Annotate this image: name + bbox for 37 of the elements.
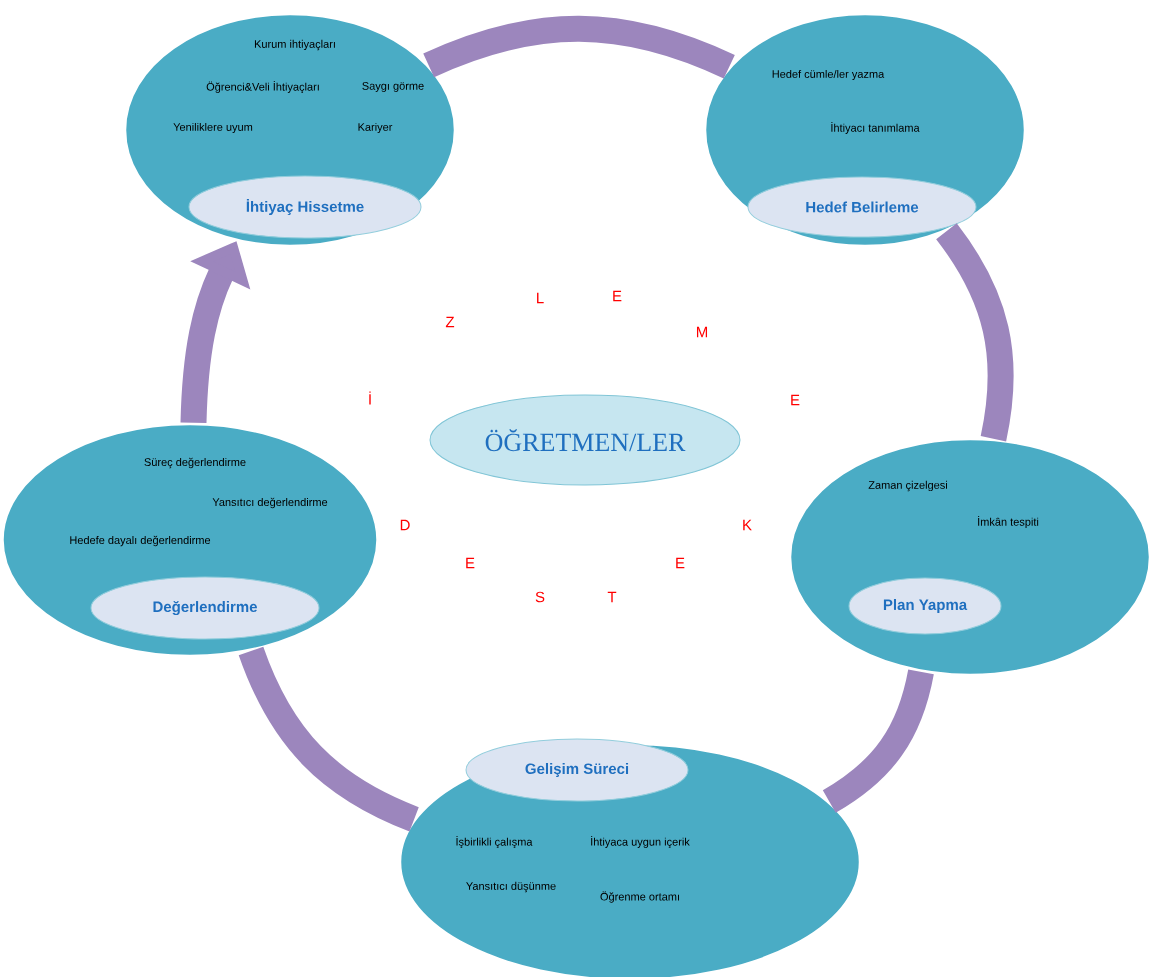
item-text: Saygı görme: [362, 82, 424, 92]
item-text: Öğrenci&Veli İhtiyaçları: [206, 81, 319, 93]
item-text: Yansıtıcı düşünme: [466, 881, 556, 893]
letter: İ: [369, 391, 371, 405]
letter: Z: [445, 316, 455, 328]
item-text: Hedefe dayalı değerlendirme: [70, 535, 211, 547]
item-text: Zaman çizelgesi: [868, 480, 947, 492]
letter: T: [607, 591, 617, 603]
item-text: İhtiyacı tanımlama: [831, 122, 920, 134]
item-text: Süreç değerlendirme: [144, 457, 246, 469]
title-pill: Gelişim Süreci: [465, 738, 689, 802]
title-pill: Plan Yapma: [848, 577, 1002, 635]
letter: E: [613, 290, 622, 302]
letter: K: [743, 519, 752, 531]
item-text: Hedef cümle/ler yazma: [772, 69, 885, 81]
item-text: Kurum ihtiyaçları: [254, 39, 335, 51]
title-pill: İhtiyaç Hissetme: [188, 175, 422, 239]
item-text: İmkân tespiti: [978, 516, 1039, 528]
item-text: Yansıtıcı değerlendirme: [212, 497, 328, 509]
ring-segment: [238, 646, 420, 832]
letter: S: [535, 591, 545, 603]
ring-segment: [423, 15, 735, 79]
letter: E: [676, 557, 685, 569]
title-pill: Hedef Belirleme: [747, 176, 977, 238]
item-text: İşbirlikli çalışma: [456, 836, 533, 848]
item-text: Yeniliklere uyum: [173, 122, 253, 134]
letter: L: [537, 292, 544, 304]
ring-segment: [822, 669, 934, 813]
ring-segment: [935, 223, 1014, 442]
item-text: Öğrenme ortamı: [600, 891, 679, 903]
item-text: İhtiyaca uygun içerik: [591, 836, 690, 848]
letter: D: [400, 519, 410, 531]
letter: E: [791, 394, 800, 406]
letter: M: [697, 326, 707, 338]
letter: E: [466, 557, 475, 569]
item-text: Kariyer: [358, 122, 393, 134]
title-pill: Değerlendirme: [90, 576, 320, 640]
